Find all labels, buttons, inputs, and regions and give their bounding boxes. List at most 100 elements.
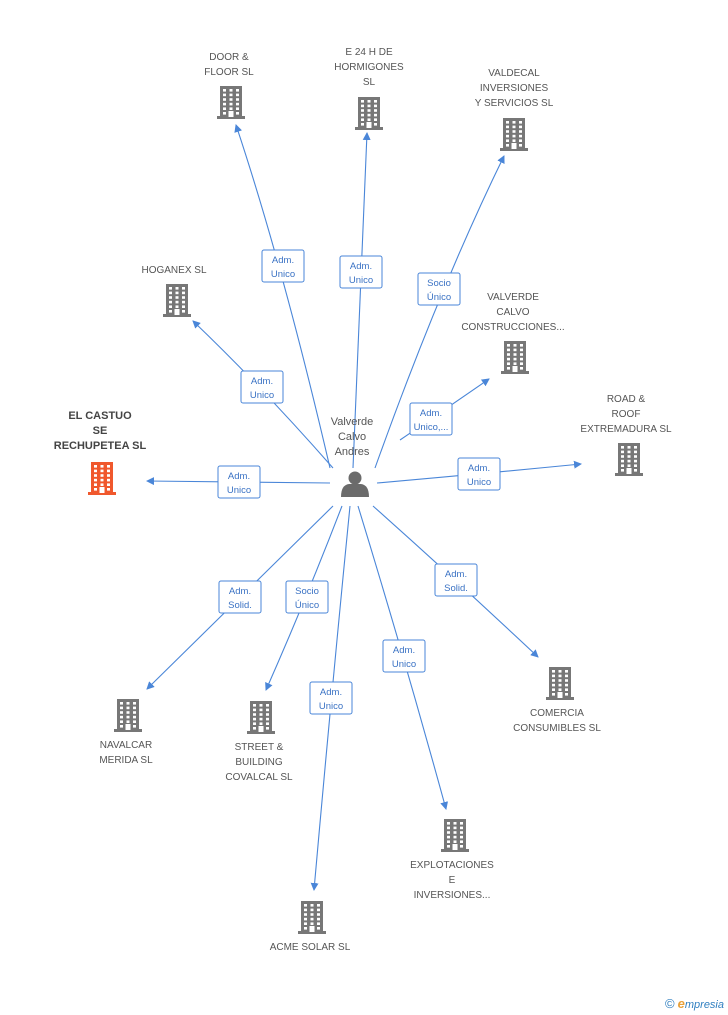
- relation-label-text: Unico: [250, 390, 274, 401]
- edge-e24h: Adm. Unico: [339, 132, 383, 469]
- relation-label-text: Solid.: [444, 583, 468, 594]
- building-icon[interactable]: [501, 341, 529, 374]
- company-name: E: [449, 875, 456, 886]
- company-name: CONSUMIBLES SL: [513, 723, 601, 734]
- company-name: EL CASTUO: [68, 410, 132, 422]
- company-name: RECHUPETEA SL: [54, 440, 147, 452]
- company-name: SL: [363, 77, 376, 88]
- company-name: ACME SOLAR SL: [270, 942, 351, 953]
- relation-label-text: Adm.: [251, 376, 273, 387]
- company-node-hoganex[interactable]: HOGANEX SL: [141, 265, 207, 317]
- company-name: FLOOR SL: [204, 67, 254, 78]
- company-name: ROOF: [612, 409, 641, 420]
- person-icon[interactable]: [341, 471, 369, 498]
- relation-label-box[interactable]: Adm.Unico,...: [409, 402, 453, 436]
- relation-label-box[interactable]: Adm. Unico: [309, 681, 353, 715]
- relation-label-box[interactable]: Adm. Unico: [240, 370, 284, 404]
- company-name: HORMIGONES: [334, 62, 404, 73]
- company-name: E 24 H DE: [345, 47, 393, 58]
- building-icon[interactable]: [500, 118, 528, 151]
- person-name: Calvo: [338, 431, 366, 443]
- relation-label-box[interactable]: Adm. Solid.: [218, 580, 262, 614]
- building-icon[interactable]: [247, 701, 275, 734]
- relation-label-text: Unico: [349, 275, 373, 286]
- building-icon[interactable]: [88, 462, 116, 495]
- brand-rest: mpresia: [684, 999, 724, 1011]
- brand-e: e: [677, 996, 685, 1011]
- relation-label-text: Adm.: [350, 261, 372, 272]
- edge-explotaciones: Adm. Unico: [357, 505, 449, 810]
- company-node-el-castuo[interactable]: EL CASTUO SE RECHUPETEA SL: [54, 410, 147, 495]
- company-node-door-floor[interactable]: DOOR &FLOOR SL: [204, 52, 254, 119]
- edge-acme: Adm. Unico: [309, 505, 353, 891]
- relation-label-text: Adm.: [228, 471, 250, 482]
- company-name: INVERSIONES: [480, 83, 549, 94]
- company-name: VALDECAL: [488, 68, 540, 79]
- building-icon[interactable]: [114, 699, 142, 732]
- edge-hoganex: Adm. Unico: [192, 320, 334, 469]
- building-icon[interactable]: [615, 443, 643, 476]
- company-name: COMERCIA: [530, 708, 584, 719]
- relation-label-text: Adm.: [420, 408, 442, 419]
- building-icon[interactable]: [441, 819, 469, 852]
- relation-label-text: Unico: [319, 701, 343, 712]
- edge-valverde-calvo: Adm.Unico,...: [399, 378, 490, 441]
- company-node-comercia[interactable]: COMERCIA CONSUMIBLES SL: [513, 667, 601, 734]
- edge-comercia: Adm. Solid.: [372, 505, 539, 658]
- relation-label-text: Solid.: [228, 600, 252, 611]
- building-icon[interactable]: [217, 86, 245, 119]
- relation-label-text: Unico: [392, 659, 416, 670]
- company-node-acme[interactable]: ACME SOLAR SL: [270, 901, 351, 953]
- relation-label-box[interactable]: Adm.Unico: [457, 457, 501, 491]
- company-name: NAVALCAR: [100, 740, 152, 751]
- copyright-symbol: ©: [664, 996, 675, 1011]
- edge-line: [234, 124, 331, 469]
- company-name: EXPLOTACIONES: [410, 860, 494, 871]
- relation-label-box[interactable]: Adm. Solid.: [434, 563, 478, 597]
- person-name: Valverde: [331, 416, 374, 428]
- company-name: COVALCAL SL: [225, 772, 293, 783]
- company-name: EXTREMADURA SL: [580, 424, 672, 435]
- relation-label-box[interactable]: Adm. Unico: [339, 255, 383, 289]
- company-node-navalcar[interactable]: NAVALCAR MERIDA SL: [99, 699, 153, 766]
- building-icon[interactable]: [546, 667, 574, 700]
- company-name: VALVERDE: [487, 292, 539, 303]
- edge-el-castuo: Adm. Unico: [146, 465, 331, 499]
- company-node-explotaciones[interactable]: EXPLOTACIONES E INVERSIONES...: [410, 819, 494, 901]
- relation-label-text: Unico: [271, 269, 295, 280]
- building-icon[interactable]: [298, 901, 326, 934]
- relation-label-text: Adm.: [468, 463, 490, 474]
- edge-navalcar: Adm. Solid.: [146, 505, 334, 690]
- company-name: SE: [93, 425, 108, 437]
- relation-label-text: Socio: [427, 278, 451, 289]
- relation-label-box[interactable]: Adm.Unico: [261, 249, 305, 283]
- company-name: CALVO: [496, 307, 529, 318]
- building-icon[interactable]: [163, 284, 191, 317]
- relation-label-box[interactable]: Adm. Unico: [382, 639, 426, 673]
- relation-label-text: Único: [427, 292, 451, 303]
- company-name: MERIDA SL: [99, 755, 153, 766]
- relation-label-text: Adm.: [320, 687, 342, 698]
- relation-label-box[interactable]: Adm. Unico: [217, 465, 261, 499]
- company-node-e24h[interactable]: E 24 H DE HORMIGONES SL: [334, 47, 404, 130]
- relation-label-text: Socio: [295, 586, 319, 597]
- relation-label-text: Unico: [227, 485, 251, 496]
- company-name: CONSTRUCCIONES...: [461, 322, 564, 333]
- relation-label-text: Adm.: [393, 645, 415, 656]
- edge-road-roof: Adm.Unico: [376, 457, 582, 491]
- person-name: Andres: [335, 446, 370, 458]
- empresia-logo[interactable]: © empresia: [665, 996, 724, 1011]
- company-node-valverde-calvo[interactable]: VALVERDE CALVO CONSTRUCCIONES...: [461, 292, 565, 374]
- company-name: INVERSIONES...: [414, 890, 491, 901]
- relation-label-text: Adm.: [229, 586, 251, 597]
- building-icon[interactable]: [355, 97, 383, 130]
- relation-label-text: Adm.: [445, 569, 467, 580]
